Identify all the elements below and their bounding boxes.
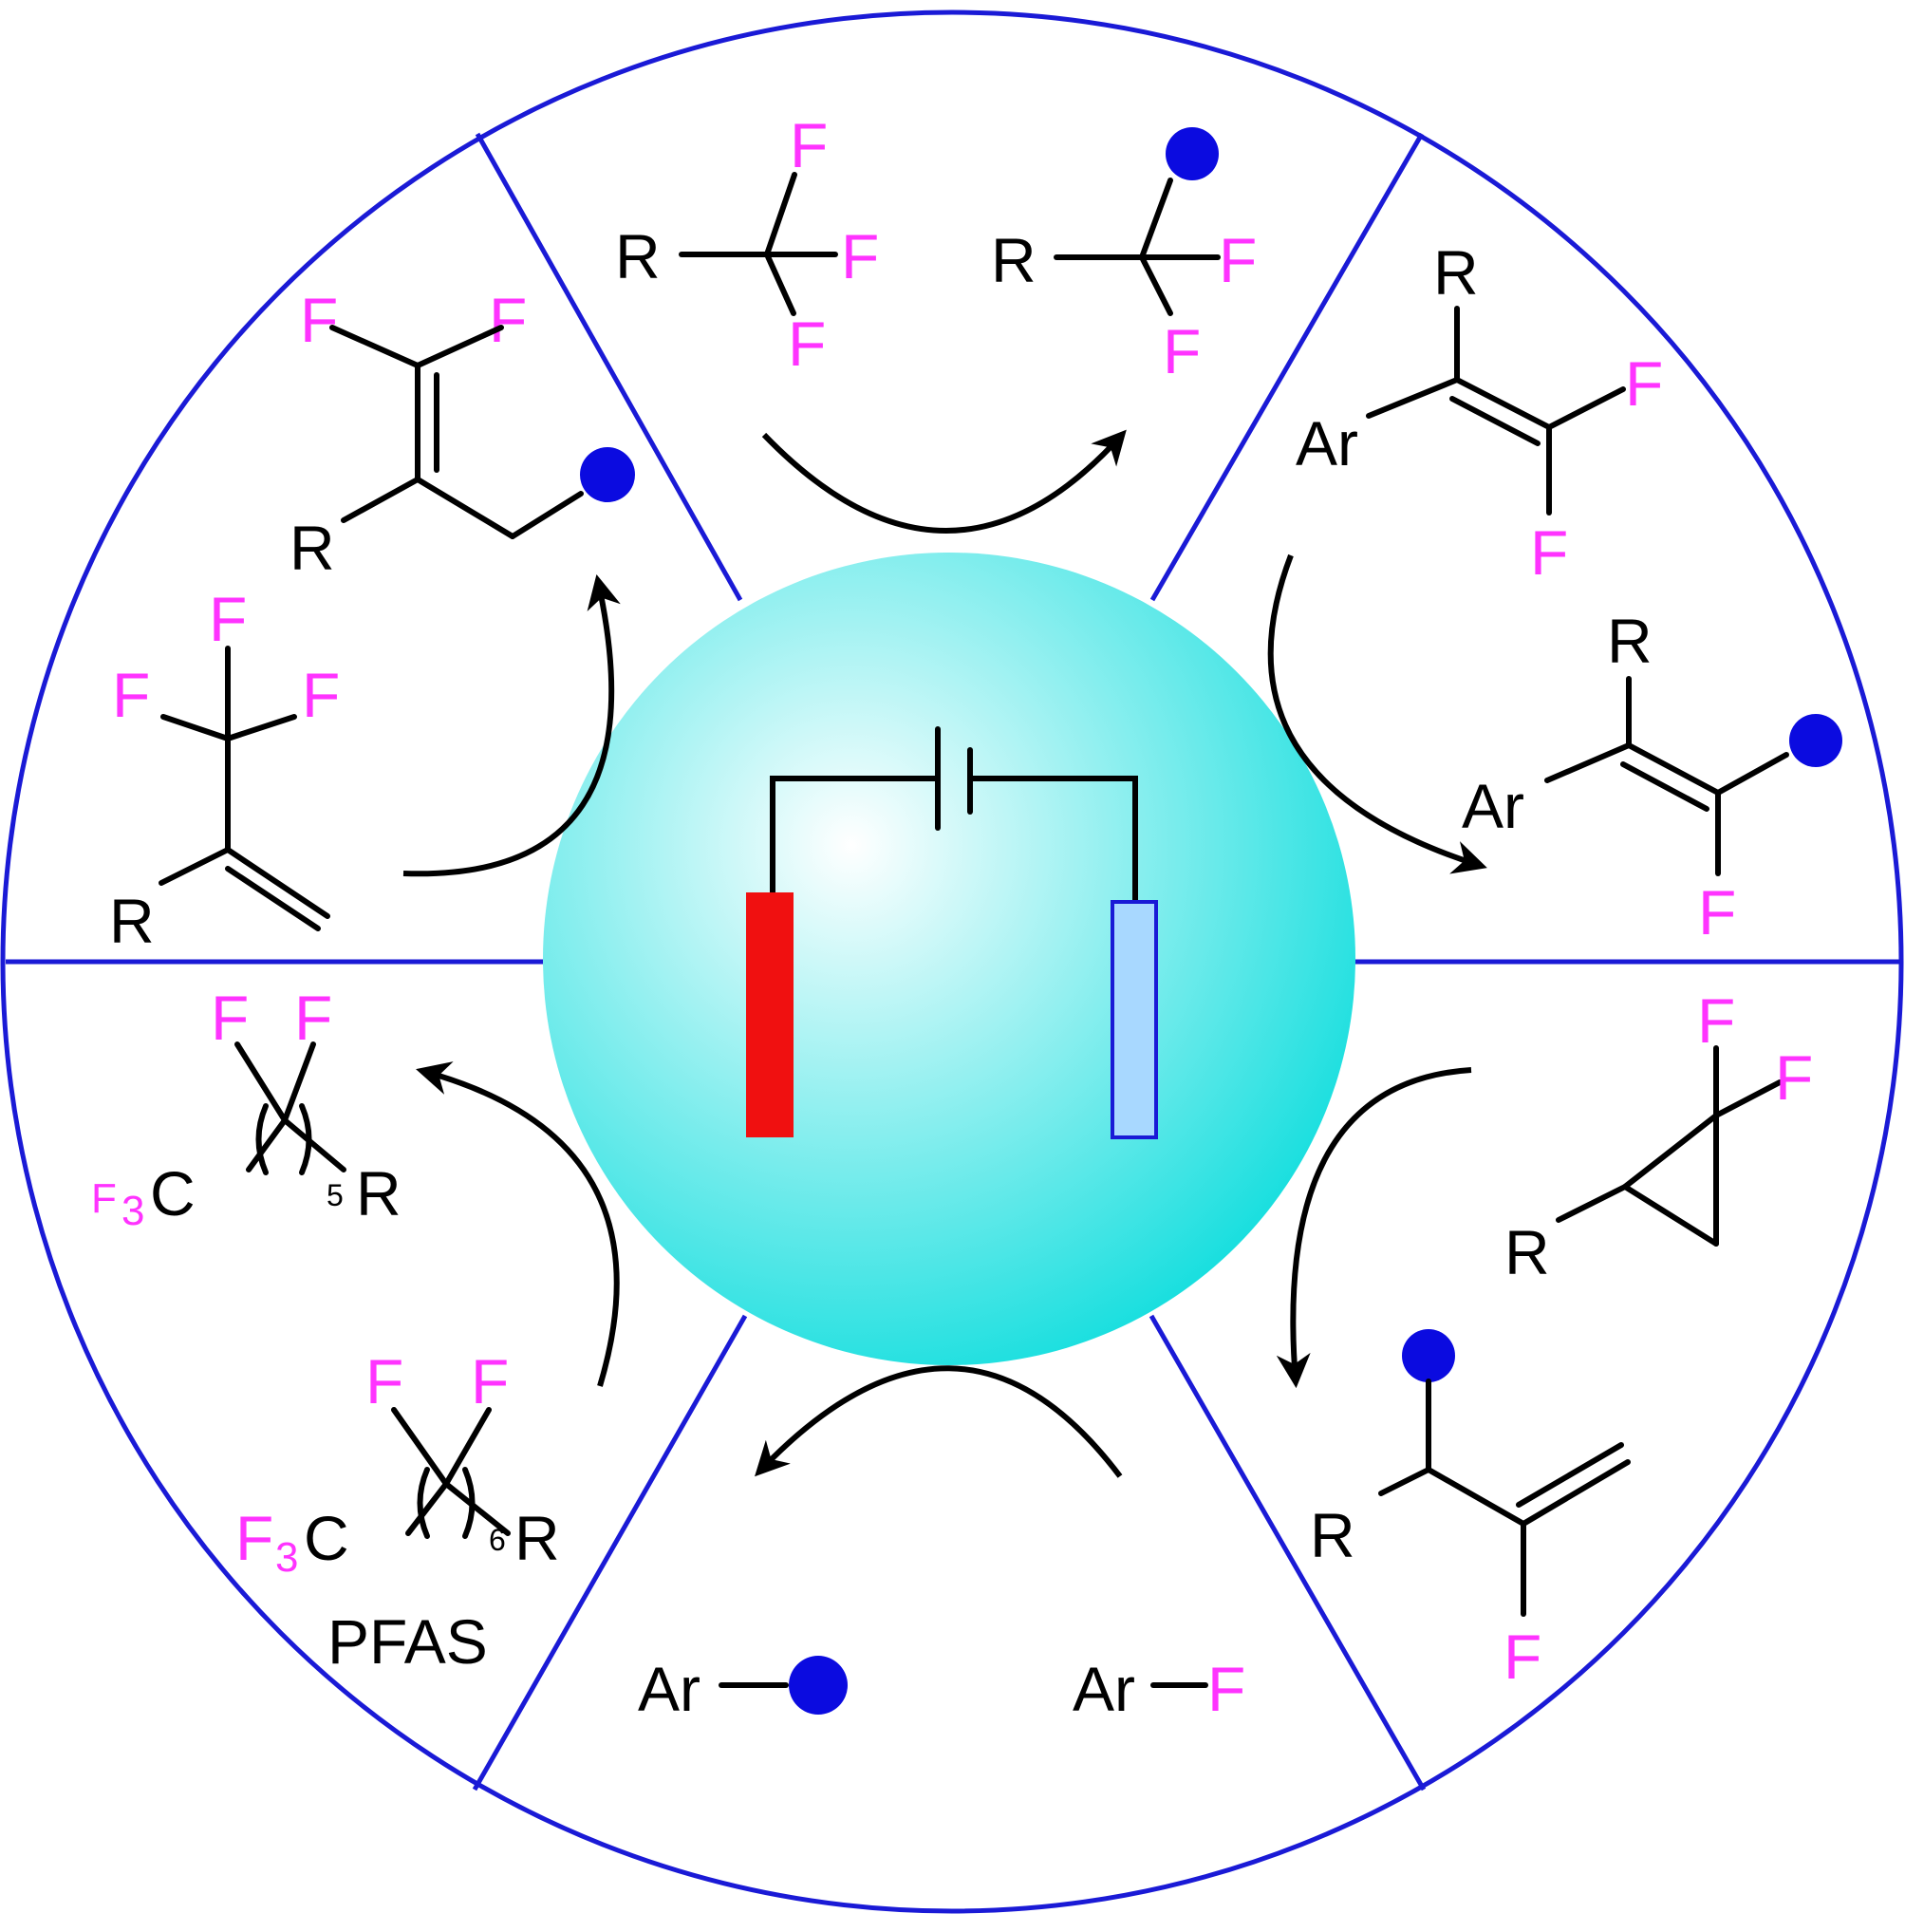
atom-ar: Ar — [1296, 408, 1358, 478]
atom-f: F — [1698, 877, 1736, 947]
functional-group-dot-icon — [789, 1656, 848, 1715]
atom-c: C — [150, 1158, 196, 1229]
atom-f: F — [302, 660, 340, 730]
functional-group-dot-icon — [580, 447, 635, 502]
electrochemical-cell-icon — [543, 553, 1355, 1365]
atom-ar: Ar — [638, 1654, 700, 1724]
spoke-lower-right — [1149, 1314, 1427, 1791]
arrow-lower-left — [416, 1061, 620, 1387]
atom-f: F — [209, 584, 247, 654]
sector-aryl-fluoride: Ar F Ar — [638, 1365, 1245, 1724]
arrow-top — [761, 429, 1127, 534]
atom-f: F — [91, 1175, 117, 1222]
arrow-upper-right — [1267, 553, 1487, 874]
atom-f: F — [489, 285, 527, 355]
atom-c: C — [304, 1503, 349, 1573]
subscript-three: 3 — [275, 1534, 298, 1581]
subscript-five: 5 — [327, 1178, 344, 1212]
atom-r: R — [1433, 237, 1479, 308]
atom-r: R — [615, 221, 661, 291]
sector-gem-difluoroalkene: R Ar F F R Ar F — [1267, 237, 1842, 947]
atom-ar: Ar — [1073, 1654, 1135, 1724]
atom-f: F — [841, 221, 879, 291]
anode-electrode — [746, 892, 794, 1137]
atom-r: R — [289, 513, 335, 583]
arrow-upper-left — [402, 573, 621, 877]
wire-right — [967, 776, 1138, 905]
sector-trifluoromethyl-alkene: F F F R F F R — [109, 285, 635, 956]
pfas-label: PFAS — [327, 1606, 488, 1677]
atom-f: F — [1219, 225, 1257, 295]
subscript-six: 6 — [489, 1523, 506, 1557]
sector-trifluoromethyl-defluorination: R F F F R F F — [615, 110, 1257, 534]
wheel-frame — [0, 9, 1904, 1914]
atom-f: F — [790, 110, 828, 180]
arrow-lower-right — [1276, 1067, 1472, 1389]
atom-f: F — [112, 660, 150, 730]
atom-f: F — [365, 1346, 403, 1416]
atom-f: F — [788, 309, 826, 379]
atom-f: F — [1775, 1042, 1813, 1113]
spoke-upper-left — [475, 132, 743, 602]
atom-r: R — [1504, 1217, 1550, 1287]
spoke-lower-left — [472, 1314, 748, 1791]
spoke-upper-right — [1149, 132, 1425, 602]
atom-f: F — [300, 285, 338, 355]
atom-f: F — [1163, 316, 1201, 386]
functional-group-dot-icon — [1166, 127, 1219, 180]
subscript-three: 3 — [121, 1188, 144, 1234]
atom-f: F — [294, 983, 332, 1053]
atom-f: F — [235, 1503, 273, 1573]
atom-r: R — [514, 1503, 560, 1573]
atom-f: F — [211, 983, 249, 1053]
atom-f: F — [1207, 1654, 1245, 1724]
atom-f: F — [1530, 517, 1568, 588]
sector-difluorocyclopropane: F F R R F — [1276, 985, 1813, 1692]
atom-r: R — [1607, 606, 1653, 676]
arrow-bottom — [755, 1365, 1123, 1478]
wire-left — [770, 776, 941, 895]
functional-group-dot-icon — [1789, 714, 1842, 767]
atom-f: F — [1503, 1622, 1541, 1692]
atom-r: R — [356, 1158, 402, 1229]
functional-group-dot-icon — [1402, 1329, 1455, 1382]
atom-ar: Ar — [1462, 771, 1524, 841]
atom-f: F — [1697, 985, 1735, 1056]
atom-f: F — [1625, 348, 1663, 419]
atom-r: R — [109, 886, 155, 956]
atom-r: R — [1310, 1500, 1355, 1570]
sphere-background — [543, 553, 1355, 1365]
sector-pfas: F F F 3 C 5 R F F F 3 C 6 R PFAS — [91, 983, 620, 1677]
atom-f: F — [471, 1346, 509, 1416]
atom-r: R — [991, 225, 1037, 295]
cathode-electrode — [1111, 900, 1158, 1139]
